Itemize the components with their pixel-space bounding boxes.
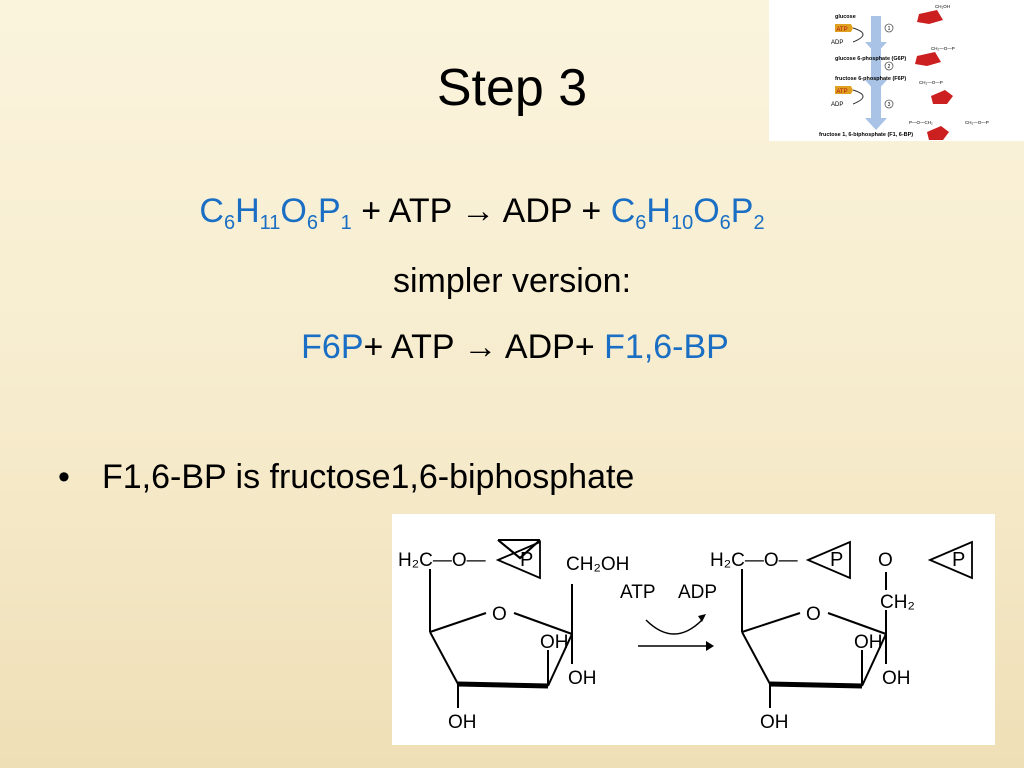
reaction-structure-diagram: H₂C—O— P O CH₂OH OH OH OH ATP ADP H₂C—O—… (392, 514, 995, 745)
svg-text:P—O—CH₂: P—O—CH₂ (909, 120, 933, 125)
svg-text:ATP: ATP (836, 89, 847, 95)
glucose-ring-icon (917, 10, 943, 24)
svg-text:CH₂OH: CH₂OH (566, 554, 629, 575)
step-3-icon (884, 99, 894, 109)
bullet-item: • F1,6-BP is fructose1,6-biphosphate (58, 458, 634, 497)
slide-title: Step 3 (436, 59, 588, 117)
svg-text:OH: OH (760, 712, 789, 733)
svg-text:fructose 6-phosphate (F6P): fructose 6-phosphate (F6P) (835, 76, 906, 82)
svg-text:OH: OH (854, 632, 883, 653)
glycolysis-thumbnail-figure: 1 2 3 ATP ADP ATP ADP glucose glucose 6-… (819, 4, 989, 140)
full-equation: C6H11O6P1 + ATP → ADP + C6H10O6P2 (0, 192, 994, 234)
svg-text:OH: OH (568, 668, 597, 689)
phosphate-triangle-icon (805, 540, 851, 580)
curved-arrow-icon (645, 619, 703, 635)
svg-text:OH: OH (448, 712, 477, 733)
svg-text:OH: OH (882, 668, 911, 689)
f6p-ring-icon (931, 90, 953, 104)
fructose-bisphosphate-formula: C6H10O6P2 (610, 192, 765, 234)
svg-text:H₂C—O—: H₂C—O— (710, 550, 798, 571)
svg-text:ADP: ADP (831, 102, 843, 108)
svg-text:1: 1 (888, 26, 891, 32)
svg-text:ADP: ADP (678, 582, 717, 603)
svg-text:CH₂—O—P: CH₂—O—P (965, 120, 989, 125)
svg-text:CH₂—O—P: CH₂—O—P (919, 80, 943, 85)
reaction-structure-figure: H₂C—O— P O CH₂OH OH OH OH ATP ADP H₂C—O—… (398, 539, 973, 733)
svg-text:glucose 6-phosphate (G6P): glucose 6-phosphate (G6P) (835, 56, 906, 62)
bullet-text: F1,6-BP is fructose1,6-biphosphate (102, 458, 635, 496)
glycolysis-thumbnail: 1 2 3 ATP ADP ATP ADP glucose glucose 6-… (769, 0, 1024, 141)
phosphate-triangle-icon (927, 540, 973, 580)
g6p-ring-icon (915, 52, 941, 66)
svg-text:ATP: ATP (836, 27, 847, 33)
svg-text:P: P (952, 549, 965, 571)
svg-text:ADP: ADP (831, 40, 843, 46)
atp-badge-icon (835, 86, 853, 94)
svg-text:glucose: glucose (835, 14, 856, 20)
f6p-label: F6P (301, 328, 364, 366)
svg-text:CH₂: CH₂ (880, 592, 915, 613)
f16bp-label: F1,6-BP (604, 328, 729, 366)
bullet-icon: • (58, 458, 70, 496)
phosphate-triangle-icon (495, 540, 541, 580)
svg-text:P: P (520, 549, 533, 571)
svg-text:CH₂OH: CH₂OH (935, 4, 950, 9)
atp-badge-icon (835, 24, 853, 32)
step-1-icon (884, 23, 894, 33)
svg-text:2: 2 (888, 64, 891, 70)
svg-text:O: O (878, 550, 893, 571)
simple-equation: F6P+ ATP → ADP+ F1,6-BP (3, 330, 1024, 364)
svg-text:OH: OH (540, 632, 569, 653)
svg-text:O: O (492, 604, 507, 625)
svg-text:ATP: ATP (620, 582, 656, 603)
svg-text:O: O (806, 604, 821, 625)
svg-text:CH₂—O—P: CH₂—O—P (931, 46, 955, 51)
equation-middle: + ATP → ADP + (351, 192, 611, 230)
svg-text:fructose 1, 6-biphosphate (F1,: fructose 1, 6-biphosphate (F1, 6-BP) (819, 132, 913, 138)
svg-text:P: P (830, 549, 843, 571)
fructose-6-phosphate-formula: C6H11O6P1 (199, 192, 352, 234)
svg-text:H₂C—O—: H₂C—O— (398, 550, 486, 571)
svg-text:3: 3 (888, 102, 891, 108)
simple-equation-middle: + ATP → ADP+ (363, 328, 605, 366)
simpler-version-label: simpler version: (392, 262, 632, 300)
step-2-icon (884, 61, 894, 71)
pathway-arrow-icon (871, 16, 881, 120)
f16bp-ring-icon (927, 126, 949, 140)
